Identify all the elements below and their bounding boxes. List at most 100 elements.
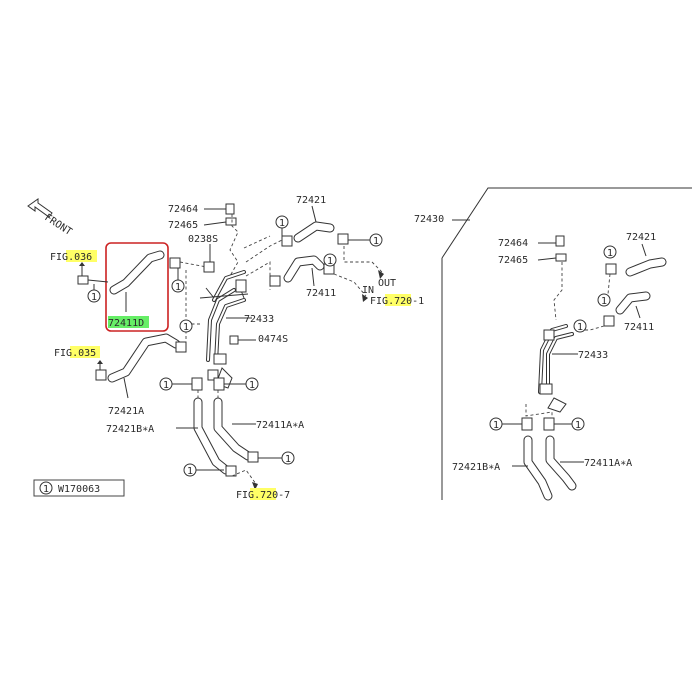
front-label: FRONT [42, 212, 73, 238]
svg-text:1: 1 [183, 322, 189, 333]
fig-036-highlight [66, 250, 97, 262]
front-arrow-icon [27, 198, 53, 218]
right-hose-72421b-a[interactable] [523, 435, 553, 501]
fig-720-1-highlight [385, 294, 411, 306]
dashed-guide [245, 239, 283, 263]
callout-1-fig036[interactable]: 1 [87, 289, 101, 303]
bolt-icon [555, 235, 565, 247]
front-direction-indicator: FRONT [27, 198, 74, 238]
right-part-72433-label[interactable]: 72433 [578, 350, 608, 361]
leader-line [311, 205, 317, 223]
bolt-icon [225, 203, 235, 215]
right-callout-1-lower-left[interactable]: 1 [489, 417, 503, 431]
part-72411a-a-label[interactable]: 72411A∗A [256, 420, 304, 431]
right-callout-1-top[interactable]: 1 [603, 245, 617, 259]
svg-text:1: 1 [601, 296, 607, 307]
right-hose-72411a-a[interactable] [545, 435, 577, 491]
diagram-code-legend: 1 W170063 [33, 479, 125, 497]
dashed-guide [553, 262, 563, 321]
leader-line [635, 305, 641, 319]
dashed-leader [229, 214, 239, 277]
part-0238s-label[interactable]: 0238S [188, 234, 218, 245]
part-72433-label[interactable]: 72433 [244, 314, 274, 325]
part-72421b-a-label[interactable]: 72421B∗A [106, 424, 154, 435]
clamp-icon [603, 315, 615, 327]
callout-1-bottom-right[interactable]: 1 [281, 451, 295, 465]
callout-1-mid[interactable]: 1 [179, 319, 193, 333]
leader-line [641, 243, 647, 257]
hose-72421b-a[interactable] [193, 397, 231, 475]
dashed-guide [525, 404, 553, 420]
callout-1-lower-left[interactable]: 1 [159, 377, 173, 391]
leader-line [203, 221, 227, 226]
hose-72421[interactable] [293, 221, 335, 243]
svg-text:1: 1 [607, 248, 613, 259]
fig-036-code: G.036 [62, 252, 92, 263]
svg-text:1: 1 [249, 380, 255, 391]
svg-text:FIG.036: FIG.036 [50, 252, 92, 263]
right-callout-1-mid[interactable]: 1 [597, 293, 611, 307]
svg-text:1: 1 [175, 282, 181, 293]
svg-text:FIG.720-7: FIG.720-7 [236, 490, 290, 501]
part-72464-label[interactable]: 72464 [168, 204, 198, 215]
fig-720-7-code: G.72 [248, 490, 272, 501]
callout-1-top[interactable]: 1 [275, 215, 289, 229]
bolt-icon [229, 335, 239, 345]
hose-72421a[interactable] [107, 333, 181, 383]
part-72421-label[interactable]: 72421 [296, 195, 326, 206]
svg-text:1: 1 [163, 380, 169, 391]
dashed-guide [197, 390, 219, 398]
part-72411d-label-highlight [108, 316, 149, 328]
right-part-72464-label[interactable]: 72464 [498, 238, 528, 249]
svg-text:1: 1 [279, 218, 285, 229]
part-72411d-label[interactable]: 72411D [108, 318, 144, 329]
clamp-icon [543, 417, 555, 431]
hose-72411a-a[interactable] [213, 397, 253, 461]
clamp-icon [169, 257, 181, 269]
svg-text:FIG.035: FIG.035 [54, 348, 96, 359]
diagram-code: W170063 [58, 484, 100, 495]
bracket-icon [203, 261, 215, 273]
part-72465-label[interactable]: 72465 [168, 220, 198, 231]
clamp-icon [605, 263, 617, 275]
right-part-72411-label[interactable]: 72411 [624, 322, 654, 333]
right-part-72465-label[interactable]: 72465 [498, 255, 528, 266]
svg-text:1: 1 [91, 292, 97, 303]
callout-1-bottom-left[interactable]: 1 [183, 463, 197, 477]
in-arrow-icon [362, 294, 368, 302]
right-hose-72421[interactable] [625, 257, 667, 277]
callout-1-top-right[interactable]: 1 [369, 233, 383, 247]
hose-72411d[interactable] [109, 250, 165, 312]
fig-035-reference[interactable]: FIG.035 [54, 346, 100, 359]
clamp-icon [95, 369, 107, 381]
right-part-72421-label[interactable]: 72421 [626, 232, 656, 243]
right-part-72421b-a-label[interactable]: 72421B∗A [452, 462, 500, 473]
part-72411-label[interactable]: 72411 [306, 288, 336, 299]
clamp-icon [213, 377, 225, 391]
svg-text:1: 1 [493, 420, 499, 431]
hose-72411[interactable] [283, 255, 325, 283]
out-arrow-icon [378, 270, 384, 279]
part-72421a-label[interactable]: 72421A [108, 406, 144, 417]
fig-036-reference[interactable]: FIG.036 [50, 250, 97, 263]
svg-text:1: 1 [43, 484, 49, 495]
fig-720-7-arrowhead-icon [252, 482, 258, 490]
fig-720-1-reference[interactable]: FIG.720-1 [370, 294, 424, 307]
right-part-72411a-a-label[interactable]: 72411A∗A [584, 458, 632, 469]
right-callout-1-lower-right[interactable]: 1 [571, 417, 585, 431]
callout-1-hose[interactable]: 1 [171, 279, 185, 293]
fig-036-prefix: FI [50, 252, 62, 263]
part-0474s-label[interactable]: 0474S [258, 334, 288, 345]
callout-1-lower-right[interactable]: 1 [245, 377, 259, 391]
callout-1-right[interactable]: 1 [323, 253, 337, 267]
part-72430-label[interactable]: 72430 [414, 214, 444, 225]
leader-line [311, 267, 315, 287]
fig-720-7-reference[interactable]: FIG.720-7 [236, 488, 290, 501]
right-callout-1-inner[interactable]: 1 [573, 319, 587, 333]
dashed-guide [343, 246, 383, 273]
selected-part-highlight-box[interactable] [105, 242, 169, 332]
flow-in-label: IN [362, 285, 374, 296]
right-pipe-assembly-72433[interactable] [538, 324, 574, 413]
right-hose-72411[interactable] [615, 291, 651, 315]
pipe-assembly-72433[interactable] [199, 270, 249, 389]
